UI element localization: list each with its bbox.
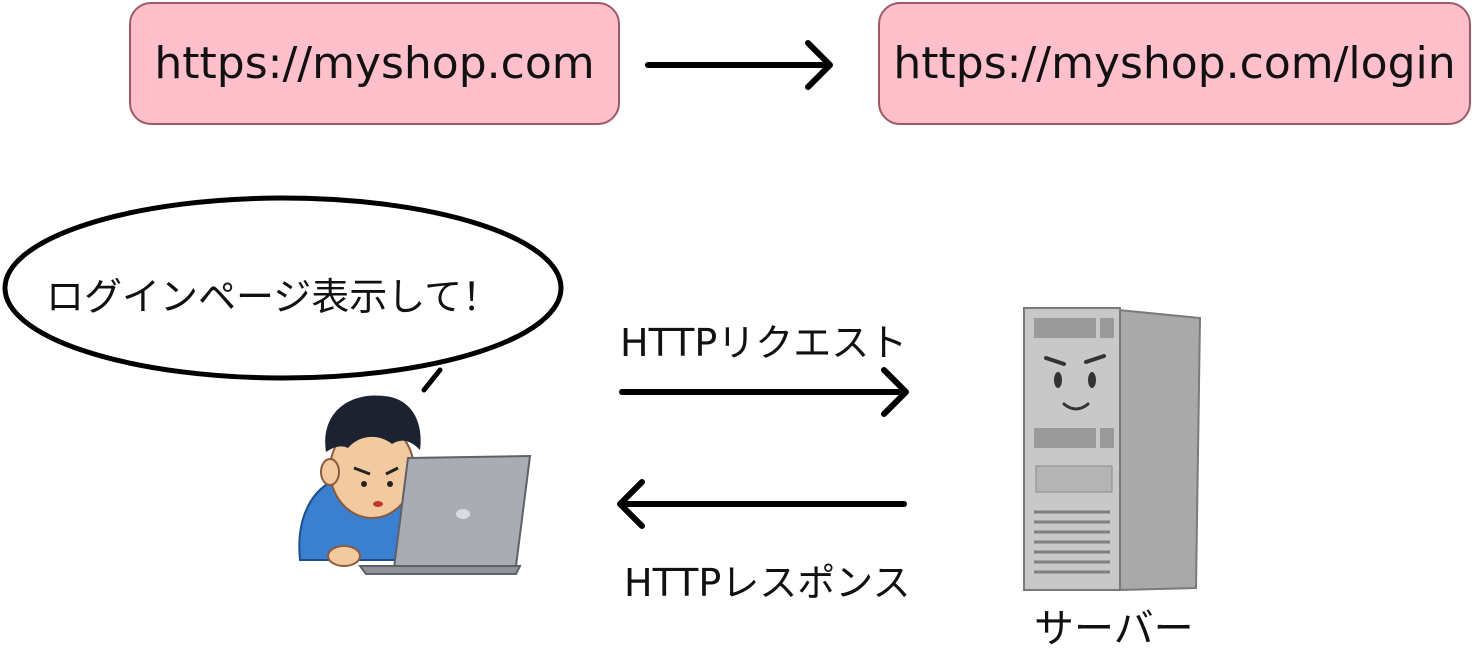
- speech-bubble: [2, 195, 564, 393]
- http-request-label: HTTPリクエスト: [620, 321, 908, 365]
- diagram-canvas: [2, 40, 1202, 592]
- http-response-label: HTTPレスポンス: [624, 561, 911, 605]
- url-transition-arrow: [645, 40, 833, 90]
- server-label: サーバー: [1034, 606, 1194, 652]
- source-url-box: https://myshop.com: [129, 2, 620, 125]
- login-url-box: https://myshop.com/login: [878, 2, 1471, 125]
- source-url-text: https://myshop.com: [154, 38, 595, 89]
- request-arrow-icon: [619, 367, 909, 417]
- response-arrow-icon: [617, 479, 907, 529]
- login-url-text: https://myshop.com/login: [893, 38, 1456, 89]
- speech-bubble-text: ログインページ表示して！: [46, 275, 501, 319]
- user-at-laptop-icon: [298, 395, 532, 575]
- server-tower-icon: [1023, 307, 1202, 592]
